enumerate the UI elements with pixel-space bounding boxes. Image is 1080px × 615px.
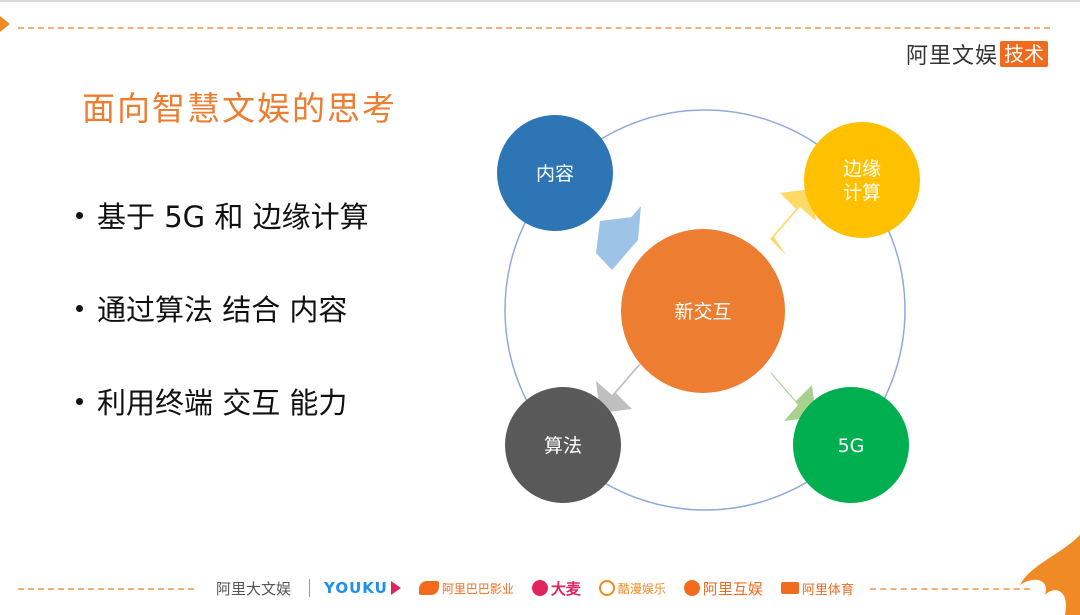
top-border <box>0 0 1080 2</box>
node-content-label: 内容 <box>536 163 574 185</box>
logo-text: 阿里体育 <box>801 582 854 598</box>
node-new-interaction <box>621 229 785 393</box>
interaction-diagram: 新交互 内容 边缘 计算 算法 5G <box>497 109 920 511</box>
logo-separator <box>309 579 311 597</box>
arrow-to-content-icon <box>596 206 641 270</box>
ali-game-icon <box>683 580 700 596</box>
header-dashed-divider <box>18 27 1050 29</box>
logo-text: 阿里大文娱 <box>216 579 292 598</box>
node-5g <box>793 387 909 503</box>
logo-cool-manga: 酷漫娱乐 <box>598 580 666 597</box>
node-edge-computing <box>804 122 920 238</box>
play-arrow-icon <box>390 581 401 595</box>
node-content <box>497 115 613 231</box>
ali-sports-icon <box>780 582 799 594</box>
logo-alibaba-pictures: 阿里巴巴影业 <box>418 580 514 597</box>
bullet-text: 基于 5G 和 边缘计算 <box>97 200 369 234</box>
logo-ali-big-entertainment: 阿里大文娱 <box>216 578 291 599</box>
arrow-to-edge-computing-icon <box>770 189 816 255</box>
brand-tag: 技术 <box>1000 41 1048 67</box>
footer-logo-strip: 阿里大文娱 YOUKU 阿里巴巴影业 大麦 酷漫娱乐 阿里互娱 阿里体育 <box>216 574 872 602</box>
logo-ali-games: 阿里互娱 <box>683 578 763 599</box>
footer-dashed-divider-left <box>18 588 194 590</box>
bullet-item: 利用终端 交互 能力 <box>76 378 369 424</box>
bullet-item: 通过算法 结合 内容 <box>76 285 369 331</box>
logo-text: 阿里互娱 <box>702 579 763 598</box>
outer-ring <box>504 109 906 511</box>
bullet-dot-icon <box>76 304 83 312</box>
bullet-dot-icon <box>76 397 83 405</box>
logo-text: 阿里巴巴影业 <box>441 581 514 596</box>
node-edge-computing-label-line1: 边缘 <box>843 158 881 180</box>
node-5g-label: 5G <box>838 435 865 457</box>
arrow-to-5g-icon <box>770 371 816 421</box>
logo-youku: YOUKU <box>324 579 401 597</box>
node-new-interaction-label: 新交互 <box>674 301 731 323</box>
bullet-item: 基于 5G 和 边缘计算 <box>76 192 369 238</box>
logo-text: 大麦 <box>550 579 581 598</box>
bullet-dot-icon <box>76 211 83 219</box>
logo-ali-sports: 阿里体育 <box>780 579 854 598</box>
corner-flame-decoration <box>1020 535 1080 615</box>
slide-title: 面向智慧文娱的思考 <box>82 89 397 128</box>
header-arrow-icon <box>0 16 10 32</box>
logo-text: YOUKU <box>324 579 388 597</box>
arrow-to-algorithm-icon <box>596 363 642 413</box>
node-algorithm <box>505 387 621 503</box>
node-edge-computing-label-line2: 计算 <box>843 182 881 204</box>
bullet-list: 基于 5G 和 边缘计算 通过算法 结合 内容 利用终端 交互 能力 <box>76 192 369 471</box>
logo-text: 酷漫娱乐 <box>617 581 666 596</box>
brand-text: 阿里文娱 <box>905 44 998 69</box>
damai-flower-icon <box>531 580 548 596</box>
cool-manga-icon <box>598 580 615 596</box>
brand-logo: 阿里文娱 技术 <box>906 38 1048 70</box>
bullet-text: 通过算法 结合 内容 <box>97 293 348 327</box>
alibaba-pictures-icon <box>418 581 439 595</box>
bullet-text: 利用终端 交互 能力 <box>97 386 348 420</box>
node-algorithm-label: 算法 <box>544 435 582 457</box>
footer-dashed-divider-right <box>870 588 1030 590</box>
logo-damai: 大麦 <box>531 578 581 599</box>
